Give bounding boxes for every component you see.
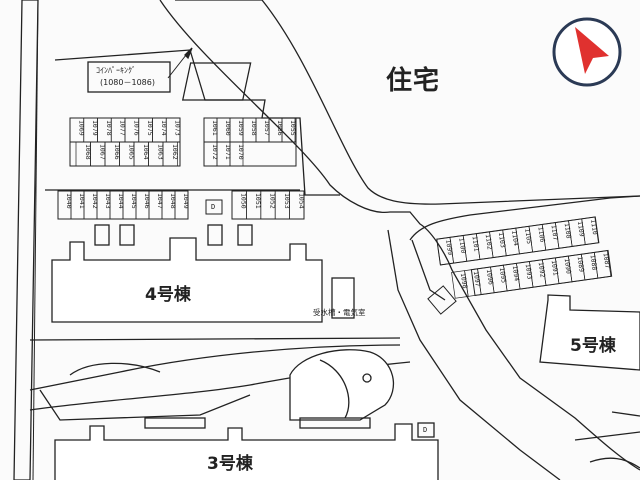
parking-stall-number: 1100 [457,237,467,254]
pump-room [331,277,355,319]
parking-stall-number: 1095 [498,267,508,284]
pump-room-label: 受水槽・電気室 [313,308,366,317]
west-road [13,0,39,480]
parking-stall-number: 1102 [484,234,494,251]
parking-stall-number: 1053 [283,193,291,209]
parking-stall-number: 1098 [459,272,469,289]
parking-stall-number: 1063 [156,144,164,160]
parking-stall [162,141,178,167]
parking-stall-number: 1107 [550,224,560,241]
parking-stall-number: 1093 [524,263,534,280]
parking-stall [593,250,612,279]
parking-stall-number: 1105 [523,228,533,245]
parking-stall-number: 1094 [511,265,521,282]
north-arrow-icon [552,17,622,87]
parking-stall-number: 1067 [98,144,106,160]
parking-stall-number: 1065 [127,144,135,160]
parking-stalls-upper: 1069 1079 1078 1077 1076 1075 1074 1073 1068 1067… [69,117,297,167]
parking-stall-number: 1088 [589,254,599,271]
parking-stall-number: 1109 [576,221,586,238]
parking-stall-number: 1069 [77,120,85,136]
parking-stall-number: 1062 [171,144,179,160]
parking-stall [229,141,244,167]
parking-stall-number: 1057 [263,120,271,136]
parking-stall-number: 1059 [237,120,245,136]
building-3 [54,417,439,480]
building-5 [539,294,640,469]
parking-stall-number: 1064 [142,144,150,160]
parking-stalls-mid: 1040 1041 1042 1043 1044 1045 1046 1047 1048 1049… [57,190,305,220]
disabled-spot-label: D [423,426,428,434]
parking-stall-number: 1044 [117,193,125,209]
building-5-label: 5号棟 [570,336,616,356]
parking-stall-number: 1091 [550,260,560,277]
disabled-spot-label: D [211,203,216,211]
parking-stall-number: 1048 [169,193,177,209]
parking-stall-number: 1052 [269,193,277,209]
coin-parking-title: ｺｲﾝﾊﾟｰｷﾝｸﾞ [96,66,136,75]
building-3-label: 3号棟 [207,454,253,474]
parking-stall-number: 1043 [104,193,112,209]
parking-stall-number: 1092 [537,261,547,278]
parking-stall [581,216,599,245]
parking-stall-number: 1096 [485,269,495,286]
parking-stall-number: 1061 [211,120,219,136]
parking-stall-number: 1050 [240,193,248,209]
parking-stall-number: 1056 [276,120,284,136]
parking-stall [174,190,189,220]
parking-stall-number: 1075 [146,120,154,136]
parking-stall-number: 1108 [563,222,573,239]
coin-parking-range: (1080－1086) [100,78,155,87]
parking-stall-number: 1049 [182,193,190,209]
parking-stall-number: 1070 [237,144,245,160]
parking-stall-number: 1054 [297,193,305,209]
parking-stall-number: 1073 [174,120,182,136]
parking-stall-number: 1103 [497,232,507,249]
parking-stall-number: 1051 [254,193,262,209]
parking-stall-number: 1097 [472,271,482,288]
parking-stall-number: 1042 [91,193,99,209]
parking-stall-number: 1046 [143,193,151,209]
parking-stall-number: 1077 [119,120,127,136]
main-road [159,0,640,480]
parking-stall-number: 1110 [589,219,599,236]
parking-stall-number: 1040 [65,193,73,209]
parking-stall-number: 1066 [113,144,121,160]
residential-label: 住宅 [386,66,441,96]
parking-stall-number: 1078 [105,120,113,136]
parking-stall-number: 1041 [78,193,86,209]
parking-stall-number: 1071 [224,144,232,160]
parking-stall-number: 1079 [91,120,99,136]
parking-stall-number: 1055 [289,120,297,136]
parking-stall-number: 1104 [510,230,520,247]
parking-stall [289,190,305,220]
parking-stall-number: 1101 [470,235,480,252]
parking-stall-number: 1072 [211,144,219,160]
coin-parking [87,47,193,93]
parking-stall-number: 1099 [444,239,454,256]
parking-stall-number: 1090 [563,258,573,275]
parking-stall-number: 1076 [132,120,140,136]
parking-stall-number: 1058 [250,120,258,136]
building-4 [51,224,323,323]
parking-stall [281,117,296,143]
parking-stall-number: 1045 [130,193,138,209]
building-4-label: 4号棟 [145,285,191,305]
parking-stall-number: 1060 [224,120,232,136]
upper-parking-area [45,49,340,196]
parking-stall-number: 1047 [156,193,164,209]
parking-stall-number: 1089 [576,256,586,273]
central-plaza [289,349,394,421]
parking-stall-number: 1087 [602,252,612,269]
parking-stall-number: 1074 [160,120,168,136]
parking-stall-number: 1106 [536,226,546,243]
parking-stall-number: 1068 [84,144,92,160]
